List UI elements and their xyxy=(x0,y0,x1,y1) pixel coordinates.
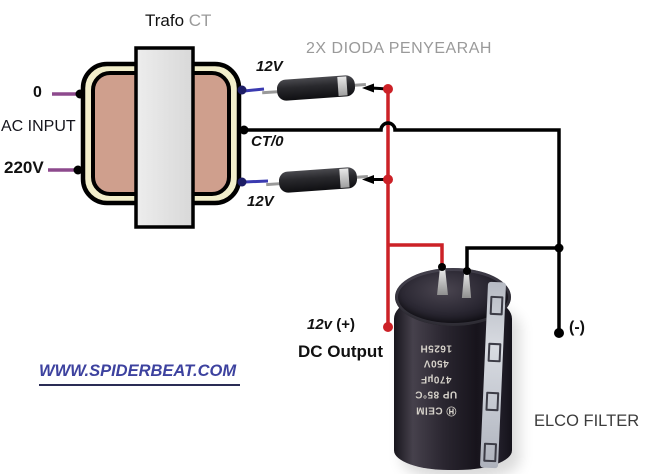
diagram-title: Trafo CT xyxy=(145,11,211,31)
diode-bottom-lead-left xyxy=(266,181,284,187)
wire-diode-top-out xyxy=(370,86,389,91)
diode-bottom xyxy=(266,167,368,193)
capacitor-vent-mark xyxy=(489,295,503,316)
diode-top-lead-right xyxy=(352,83,366,87)
diode-bottom-body xyxy=(278,167,358,193)
junction-diode-top xyxy=(383,84,393,94)
primary-terminal-220v-label: 220V xyxy=(4,158,44,177)
arrowhead-diode-bottom xyxy=(362,175,374,184)
diode-bottom-lead-right xyxy=(354,175,368,179)
capacitor-print: Ⓗ CElM UP 85°C 470µF 450V 1625H xyxy=(396,340,476,418)
transformer-winding xyxy=(91,71,231,196)
secondary-12v-bottom-label: 12V xyxy=(247,193,274,210)
capacitor-print-line: Ⓗ CElM xyxy=(415,404,457,416)
junction-negative xyxy=(554,243,564,253)
wire-secondary-top xyxy=(243,87,265,93)
ac-input-label: AC INPUT xyxy=(1,118,76,135)
dc-output-label: DC Output xyxy=(298,342,383,361)
capacitor-negative-pin xyxy=(461,269,472,298)
capacitor-vent-mark xyxy=(482,442,497,463)
secondary-12v-top-label: 12V xyxy=(256,58,283,75)
diode-top-body xyxy=(276,75,356,101)
capacitor-print-line: 450V xyxy=(423,358,449,369)
output-positive-value: 12v xyxy=(307,316,333,333)
terminal-secondary-bottom xyxy=(237,177,247,187)
diode-bottom-cathode-band xyxy=(339,168,350,188)
wire-secondary-bottom xyxy=(243,179,269,184)
capacitor-print-line: 1625H xyxy=(420,342,452,354)
transformer xyxy=(80,46,242,229)
rectifier-label: 2X DIODA PENYEARAH xyxy=(306,40,492,57)
transformer-core xyxy=(134,46,195,229)
capacitor-positive-pin xyxy=(437,266,448,295)
terminal-negative-output xyxy=(554,328,564,338)
title-trafo: Trafo xyxy=(145,11,185,30)
arrowhead-diode-top xyxy=(362,83,374,93)
output-negative-label: (-) xyxy=(569,319,585,336)
primary-terminal-0-label: 0 xyxy=(33,84,42,101)
output-positive-sign: (+) xyxy=(336,316,355,333)
terminal-ct xyxy=(239,125,249,135)
capacitor-vent-mark xyxy=(487,342,501,363)
secondary-ct0-label: CT/0 xyxy=(251,133,284,150)
diode-top xyxy=(262,75,366,101)
capacitor-print-line: UP 85°C xyxy=(414,389,458,400)
electrolytic-capacitor: Ⓗ CElM UP 85°C 470µF 450V 1625H xyxy=(392,256,516,474)
diode-top-cathode-band xyxy=(337,76,348,96)
title-ct: CT xyxy=(188,11,212,30)
transformer-outer-shell xyxy=(80,61,242,206)
capacitor-vent-mark xyxy=(484,391,499,412)
wire-ct0-negative xyxy=(244,121,561,248)
terminal-primary-0 xyxy=(75,89,85,99)
watermark: WWW.SPIDERBEAT.COM xyxy=(39,362,241,386)
capacitor-print-line: 470µF xyxy=(420,373,452,385)
terminal-primary-220v xyxy=(73,165,83,175)
elco-filter-label: ELCO FILTER xyxy=(534,412,640,430)
diode-top-lead-left xyxy=(262,90,280,95)
terminal-secondary-top xyxy=(237,85,247,95)
output-positive-label: 12v (+) xyxy=(307,316,355,333)
junction-diode-bottom xyxy=(383,174,393,185)
